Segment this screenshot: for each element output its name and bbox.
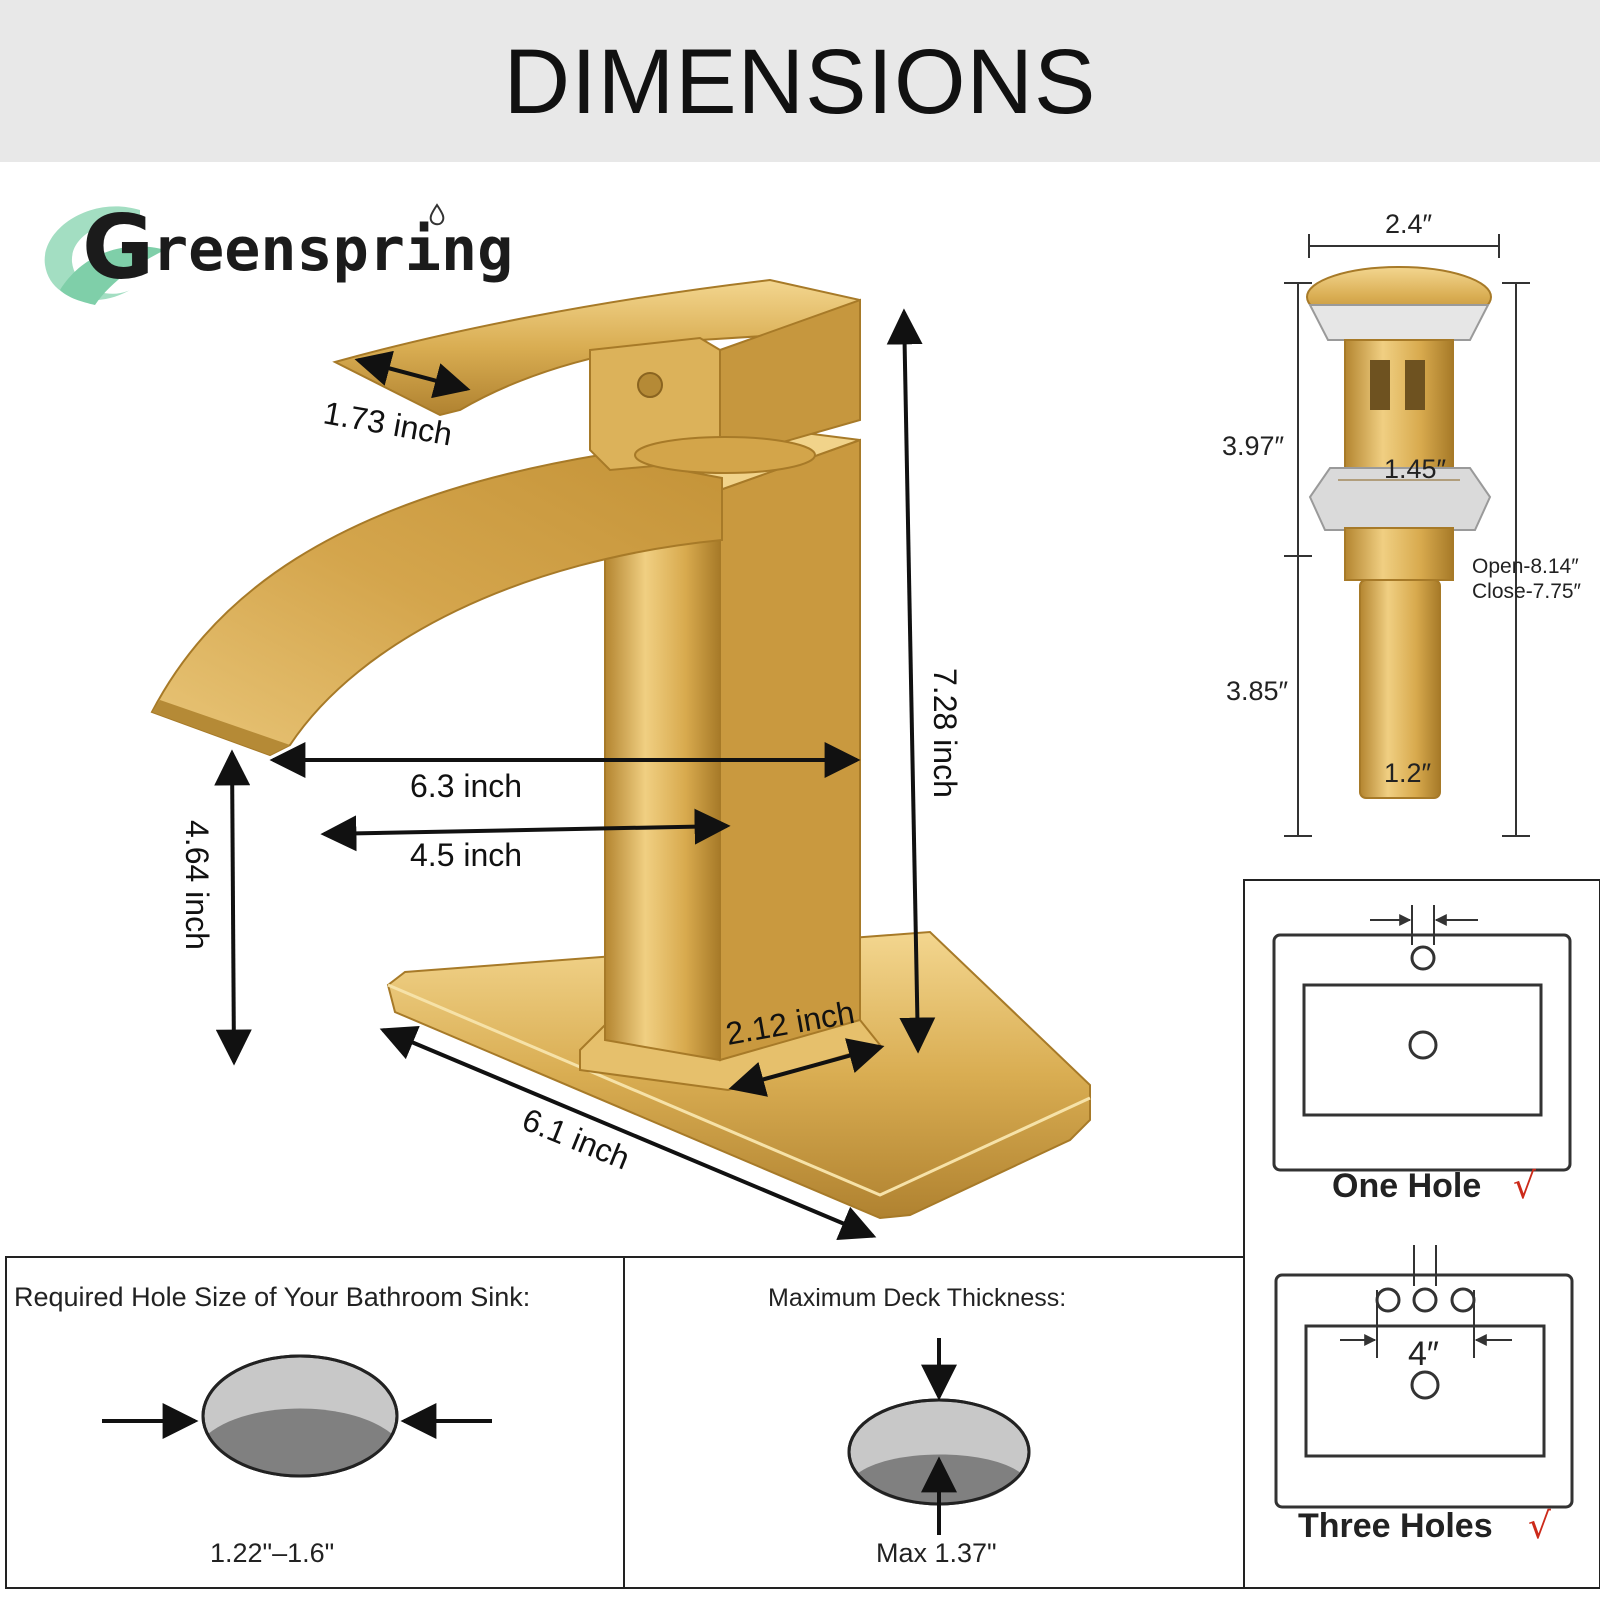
- hole-size-value: 1.22"–1.6": [210, 1538, 334, 1568]
- header-banner: DIMENSIONS: [0, 0, 1600, 162]
- body-column: [604, 468, 721, 1062]
- hole-options-panel: One Hole √ 4″ Three Holes √: [1243, 879, 1600, 1589]
- one-hole-diagram: [1272, 905, 1572, 1172]
- spout-center-label: 4.5 inch: [410, 837, 522, 873]
- logo-letter: G: [82, 196, 154, 299]
- drain-pipe-width-label: 1.2″: [1384, 758, 1432, 788]
- drain-upper-height-label: 3.97″: [1222, 431, 1285, 461]
- spout-height-label: 4.64 inch: [179, 820, 215, 950]
- deck-thickness-panel: Maximum Deck Thickness: Max 1.37": [623, 1256, 1245, 1589]
- page-title: DIMENSIONS: [503, 31, 1097, 133]
- drain-cage: [1344, 339, 1454, 471]
- one-hole-check-icon: √: [1513, 1166, 1536, 1207]
- drain-close-length-label: Close-7.75″: [1472, 580, 1582, 603]
- logo-wordmark: reenspring: [152, 215, 513, 285]
- spout-reach-label: 6.3 inch: [410, 768, 522, 804]
- three-holes-spacing-label: 4″: [1408, 1335, 1439, 1373]
- drain-top-width-label: 2.4″: [1385, 209, 1433, 239]
- deck-thickness-value: Max 1.37": [876, 1538, 997, 1568]
- drain-thread-width-label: 1.45″: [1384, 454, 1447, 484]
- logo-swirl-icon: [44, 206, 140, 301]
- logo-leaf-icon: [60, 246, 165, 305]
- drain-illustration: [1306, 266, 1492, 799]
- one-hole-label: One Hole: [1332, 1167, 1481, 1205]
- drain-gasket: [1308, 467, 1492, 531]
- total-height-label: 7.28 inch: [927, 668, 963, 798]
- handle-screw-icon: [637, 372, 663, 398]
- brand-logo: G reenspring: [44, 196, 513, 305]
- three-holes-check-icon: √: [1528, 1506, 1551, 1547]
- spout: [150, 453, 723, 757]
- deck-thickness-title: Maximum Deck Thickness:: [768, 1284, 1066, 1312]
- drain-lower-height-label: 3.85″: [1226, 676, 1289, 706]
- hole-size-title: Required Hole Size of Your Bathroom Sink…: [14, 1282, 530, 1312]
- three-holes-diagram: 4″: [1274, 1245, 1574, 1509]
- hole-size-panel: Required Hole Size of Your Bathroom Sink…: [5, 1256, 625, 1589]
- drain-dimensions: 2.4″ 3.97″ 3.85″ 1.45″ 1.2″ Open-8.14″ C…: [1222, 209, 1582, 837]
- three-holes-label: Three Holes: [1298, 1507, 1493, 1545]
- drain-pipe: [1359, 579, 1441, 799]
- drain-open-length-label: Open-8.14″: [1472, 555, 1579, 578]
- water-drop-icon: [429, 203, 445, 226]
